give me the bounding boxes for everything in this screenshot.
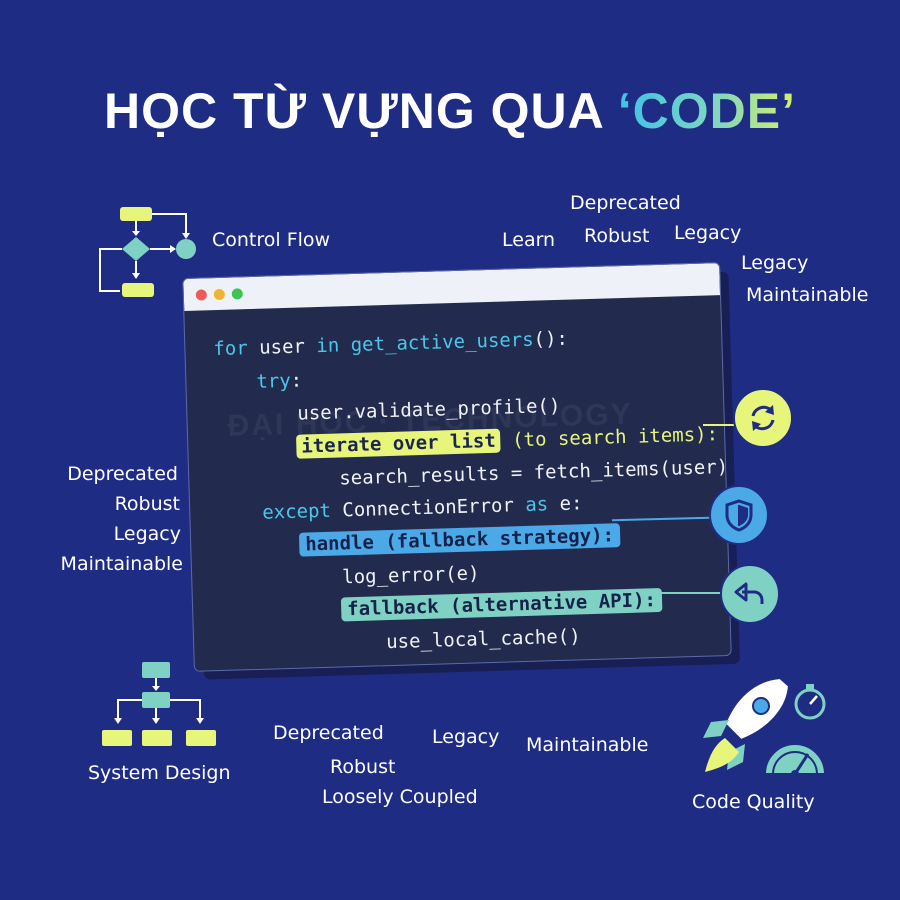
code-line-7: handle (fallback strategy): — [298, 523, 621, 557]
maximize-dot-icon[interactable] — [231, 288, 243, 300]
code-window: ĐẠI HỌC · TECHNOLOGY for user in get_act… — [182, 262, 740, 680]
code-line-8: log_error(e) — [341, 562, 480, 589]
code-line-1: for user in get_active_users(): — [213, 327, 569, 361]
code-line-6: except ConnectionError as e: — [261, 492, 583, 524]
vocab-word: Legacy — [113, 523, 181, 545]
close-dot-icon[interactable] — [195, 289, 207, 301]
vocab-word: Legacy — [674, 222, 742, 244]
vocab-word: Deprecated — [67, 463, 178, 485]
hierarchy-icon — [102, 662, 216, 746]
vocab-word: Learn — [502, 229, 556, 251]
connector-line — [703, 424, 735, 426]
vocab-word: Deprecated — [570, 192, 681, 214]
highlight-iterate: iterate over list — [296, 428, 502, 459]
connector-line — [660, 592, 722, 594]
refresh-icon — [751, 405, 775, 431]
code-editor: ĐẠI HỌC · TECHNOLOGY for user in get_act… — [184, 295, 730, 671]
vocab-word: Legacy — [432, 726, 500, 748]
gauge-icon — [794, 684, 826, 720]
undo-arrow-icon — [734, 582, 764, 604]
code-line-10: use_local_cache() — [385, 625, 581, 654]
minimize-dot-icon[interactable] — [213, 288, 225, 301]
gauge-icon — [763, 743, 827, 778]
vocab-word: Maintainable — [526, 734, 649, 756]
page-title: HỌC TỪ VỰNG QUA ‘CODE’ — [103, 83, 797, 139]
code-line-9: fallback (alternative API): — [340, 587, 663, 622]
code-line-5: search_results = fetch_items(user) — [338, 455, 729, 490]
vocab-word: Robust — [114, 493, 180, 515]
undo-badge — [720, 564, 780, 624]
vocab-word: Loosely Coupled — [322, 786, 478, 808]
topic-label-system-design: System Design — [88, 762, 231, 784]
vocab-word: Deprecated — [273, 722, 384, 744]
vocab-word: Robust — [330, 756, 396, 778]
shield-badge — [709, 485, 769, 545]
refresh-badge — [733, 388, 793, 448]
flowchart-icon — [99, 207, 196, 297]
highlight-handle: handle (fallback strategy): — [298, 523, 621, 557]
topic-label-control-flow: Control Flow — [212, 229, 331, 251]
vocab-word: Maintainable — [60, 553, 183, 575]
vocab-word: Maintainable — [746, 284, 869, 306]
rocket-icon — [703, 676, 791, 772]
highlight-fallback: fallback (alternative API): — [340, 587, 663, 622]
code-line-2: try: — [256, 369, 303, 393]
vocab-word: Robust — [584, 225, 650, 247]
vocab-word: Legacy — [741, 252, 809, 274]
shield-icon — [725, 499, 753, 532]
topic-label-code-quality: Code Quality — [692, 791, 815, 813]
